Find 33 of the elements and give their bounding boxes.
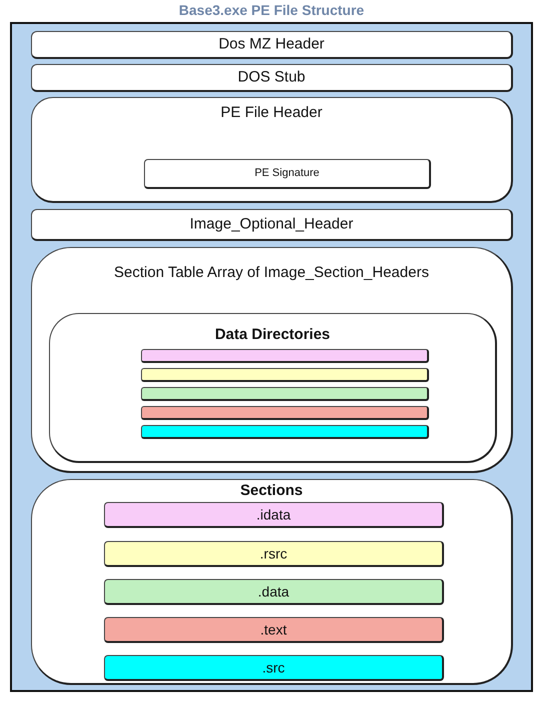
box-label: Data Directories: [214, 326, 332, 345]
box-label: .rsrc: [258, 544, 288, 562]
box-label: .idata: [255, 506, 292, 524]
section-box: [104, 655, 444, 681]
section-box: [31, 31, 513, 59]
section-box: [104, 617, 444, 643]
box-label: PE File Header: [220, 104, 324, 123]
box-label: .data: [256, 582, 290, 600]
color-bar: [141, 387, 429, 401]
section-box: [144, 159, 431, 189]
box-label: .text: [259, 620, 288, 638]
section-box: [104, 579, 444, 605]
section-box: [104, 541, 444, 567]
section-box: [31, 209, 513, 241]
section-box: [31, 64, 513, 92]
section-box: [31, 247, 513, 473]
section-box: [31, 97, 513, 203]
section-box: [104, 502, 444, 528]
section-box: [49, 313, 497, 463]
box-label: DOS Stub: [236, 68, 306, 87]
color-bar: [141, 425, 429, 439]
outer-panel: [10, 22, 533, 692]
color-bar: [141, 368, 429, 382]
color-bar: [141, 349, 429, 363]
box-label: Image_Optional_Header: [188, 215, 354, 234]
diagram-title: Base3.exe PE File Structure: [178, 2, 366, 18]
box-label: Section Table Array of Image_Section_Headers: [113, 264, 430, 283]
section-box: [31, 479, 513, 685]
box-label: Dos MZ Header: [218, 35, 326, 54]
box-label: PE Signature: [254, 166, 320, 180]
color-bar: [141, 406, 429, 420]
box-label: .src: [261, 658, 286, 676]
box-label: Sections: [239, 482, 304, 501]
